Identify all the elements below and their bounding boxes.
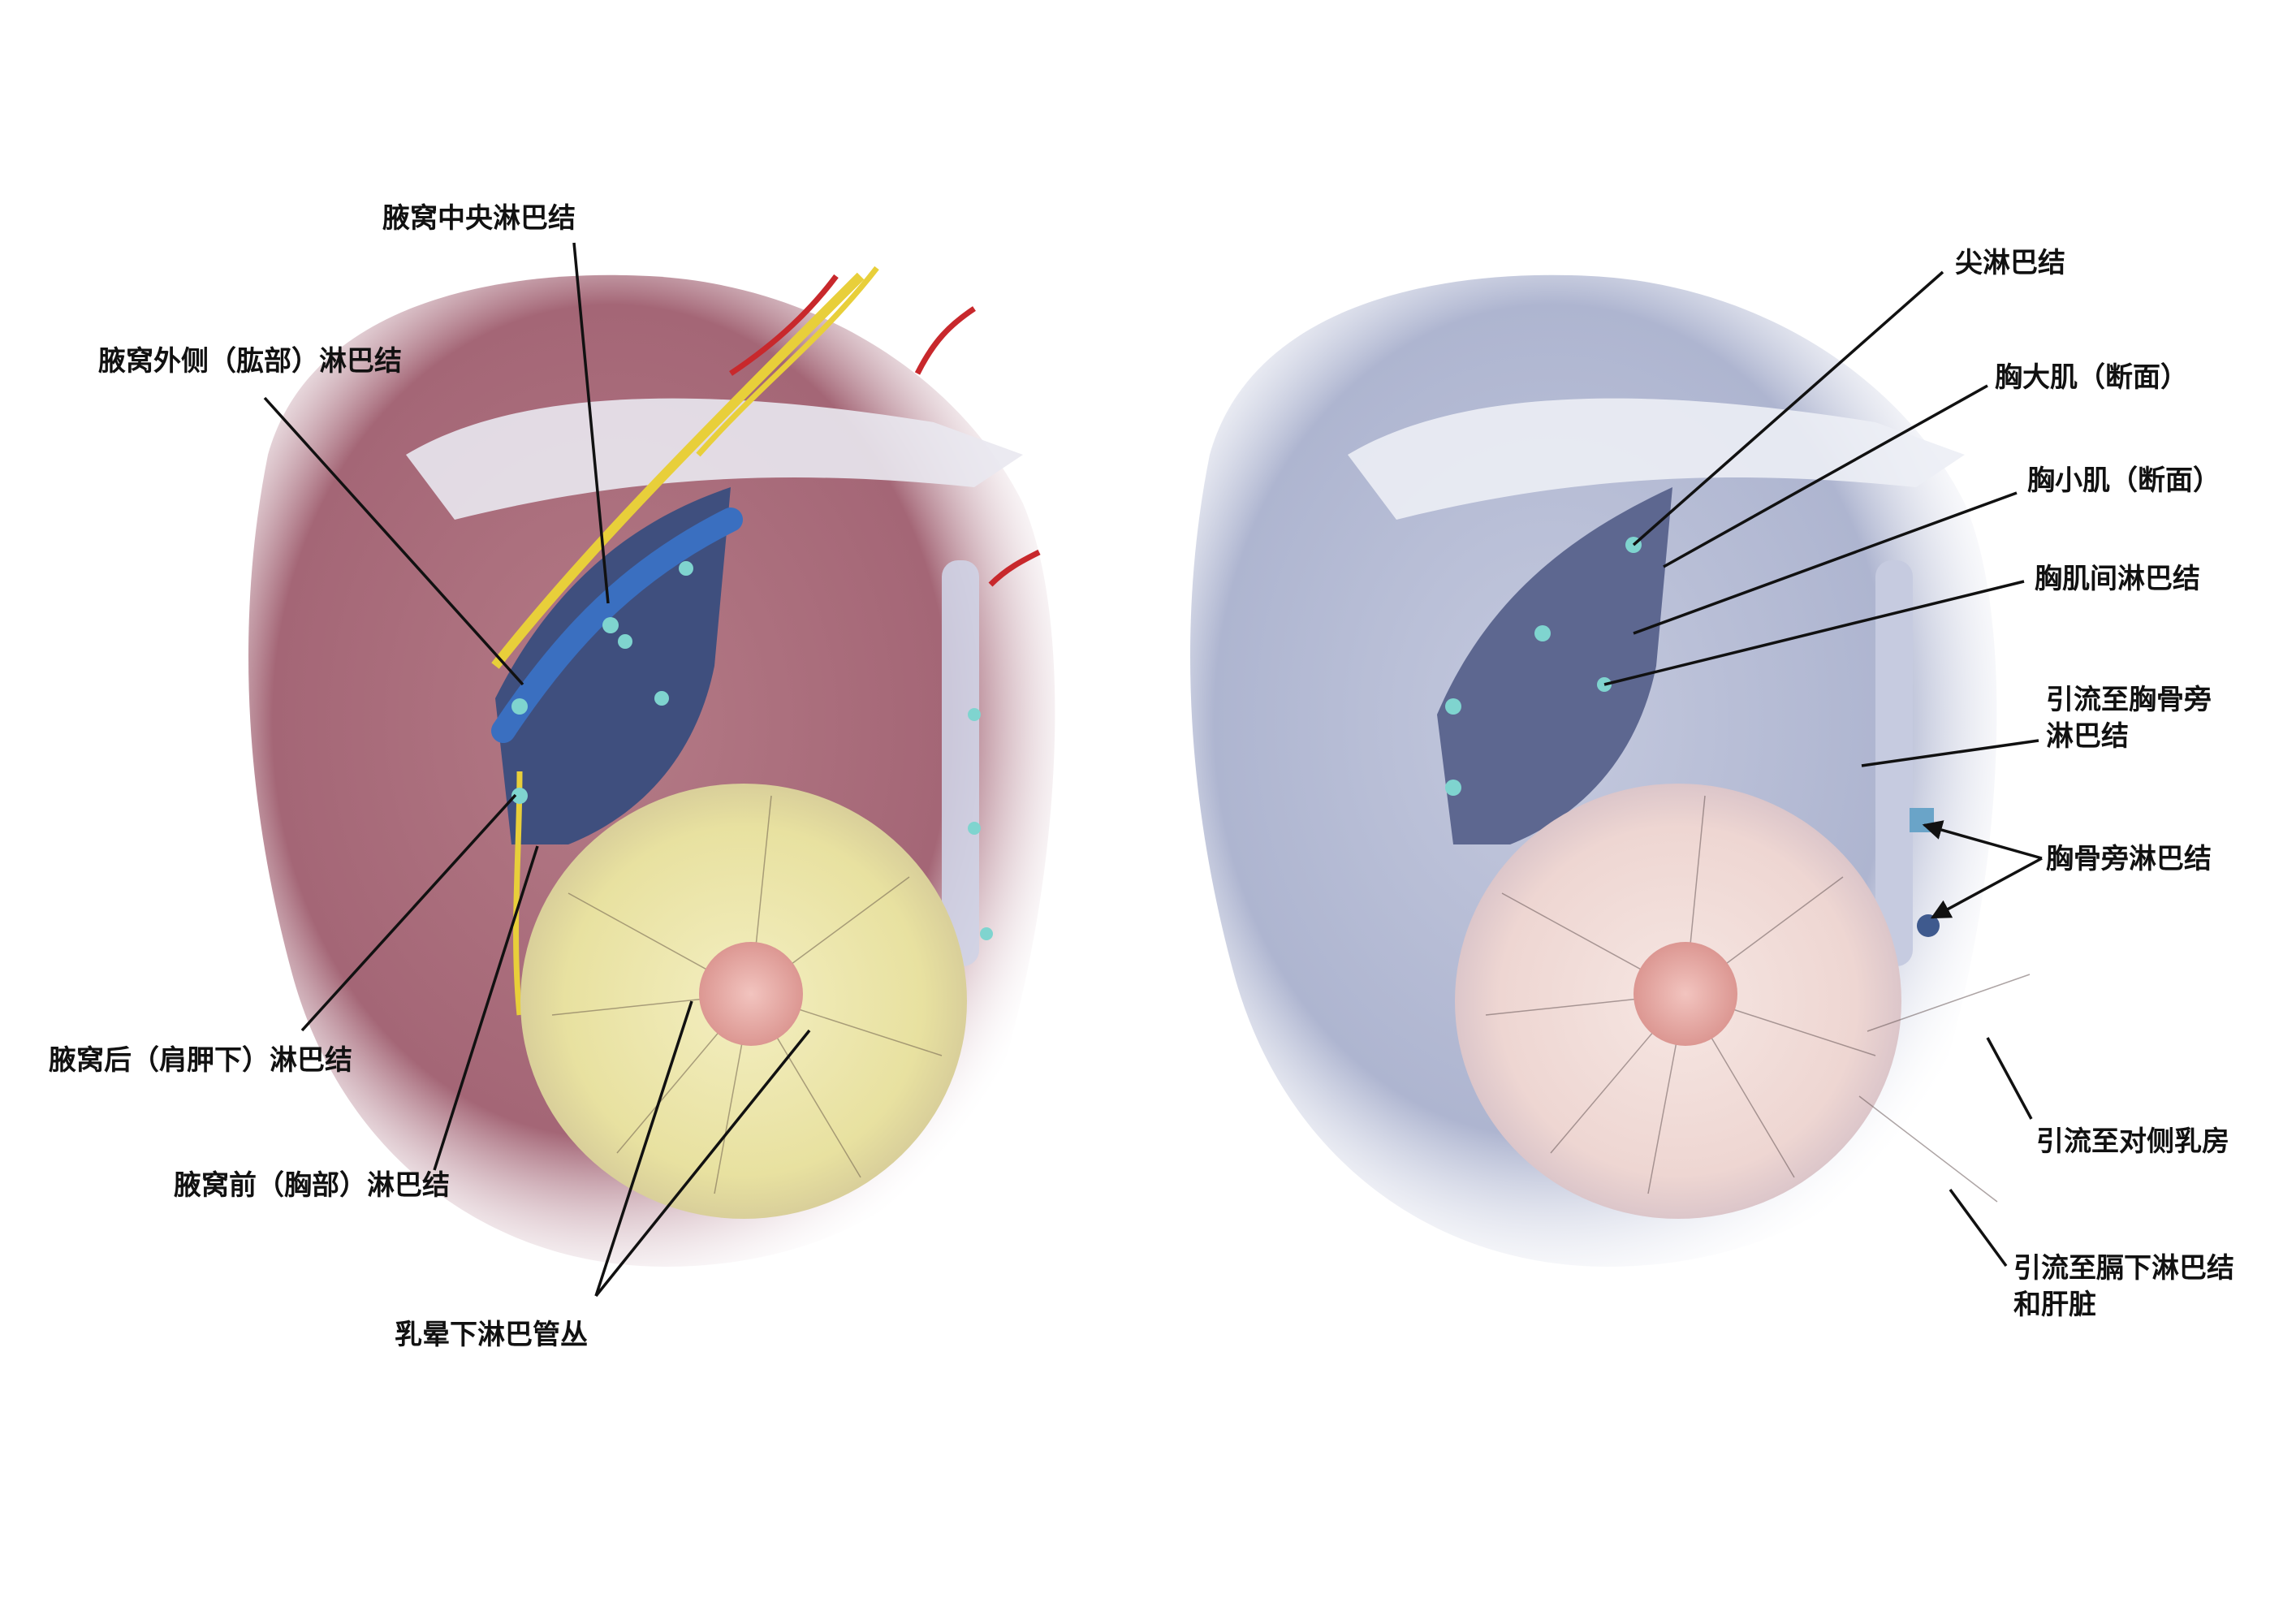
axillary-vein — [491, 508, 743, 743]
leader-lines — [263, 242, 2043, 1298]
sternum-left — [942, 560, 979, 966]
label-posterior-nodes: 腋窝后（肩胛下）淋巴结 — [49, 1044, 352, 1077]
leader-posterior — [300, 793, 517, 1032]
leader-contralateral — [1986, 1037, 2033, 1120]
leader-subdiaphragm — [1949, 1188, 2008, 1268]
leader-parasternal-1 — [1922, 820, 2043, 860]
leader-parasternal-2 — [1930, 857, 2043, 919]
shoulder-left — [406, 398, 1023, 520]
labels-right: 尖淋巴结 胸大肌（断面） 胸小肌（断面） 胸肌间淋巴结 引流至胸骨旁 淋巴结 胸… — [1955, 247, 2234, 1321]
label-parasternal-nodes: 胸骨旁淋巴结 — [2046, 843, 2212, 875]
label-contralateral-drain: 引流至对侧乳房 — [2036, 1125, 2229, 1158]
label-interpectoral-nodes: 胸肌间淋巴结 — [2035, 563, 2200, 595]
lymph-nodes-right — [1445, 537, 1940, 937]
label-apical-nodes: 尖淋巴结 — [1955, 247, 2065, 279]
lymphatic-plexus-right — [1485, 795, 2031, 1203]
axilla-right — [1437, 487, 1672, 844]
label-lateral-nodes: 腋窝外侧（肱部）淋巴结 — [98, 345, 402, 378]
sternum-right — [1875, 560, 1913, 966]
leader-central — [572, 242, 610, 604]
right-illustration — [1190, 274, 2031, 1267]
nipple-right — [1634, 942, 1737, 1046]
leader-anterior — [433, 845, 539, 1171]
leader-subareolar-1 — [594, 1000, 693, 1297]
label-parasternal-drain-2: 淋巴结 — [2046, 720, 2129, 753]
nipple-left — [699, 942, 803, 1046]
label-subdiaphragm-drain-2: 和肝脏 — [2013, 1289, 2096, 1321]
nerve-bundle — [491, 272, 865, 669]
leader-lateral — [263, 396, 524, 686]
lymph-nodes-left — [511, 561, 993, 940]
leader-parasternal-drain — [1861, 739, 2039, 767]
label-parasternal-drain-1: 引流至胸骨旁 — [2046, 684, 2212, 716]
label-pec-major: 胸大肌（断面） — [1995, 361, 2188, 394]
label-anterior-nodes: 腋窝前（胸部）淋巴结 — [174, 1169, 450, 1202]
label-pec-minor: 胸小肌（断面） — [2027, 464, 2220, 497]
lymphatic-plexus-left — [551, 795, 943, 1194]
labels-left: 腋窝中央淋巴结 腋窝外侧（肱部）淋巴结 腋窝后（肩胛下）淋巴结 腋窝前（胸部）淋… — [49, 202, 588, 1351]
leader-subareolar-2 — [594, 1029, 811, 1298]
artery — [729, 274, 1041, 587]
leader-apical — [1632, 270, 1944, 546]
label-subareolar-plexus: 乳晕下淋巴管丛 — [395, 1319, 588, 1351]
shoulder-right — [1348, 398, 1965, 520]
leader-interpectoral — [1603, 580, 2025, 686]
axilla-left — [495, 487, 731, 844]
label-central-nodes: 腋窝中央淋巴结 — [382, 202, 576, 235]
label-subdiaphragm-drain-1: 引流至膈下淋巴结 — [2013, 1252, 2234, 1285]
left-illustration — [248, 266, 1055, 1267]
leader-pec-major — [1663, 384, 1988, 568]
leader-pec-minor — [1633, 491, 2018, 635]
